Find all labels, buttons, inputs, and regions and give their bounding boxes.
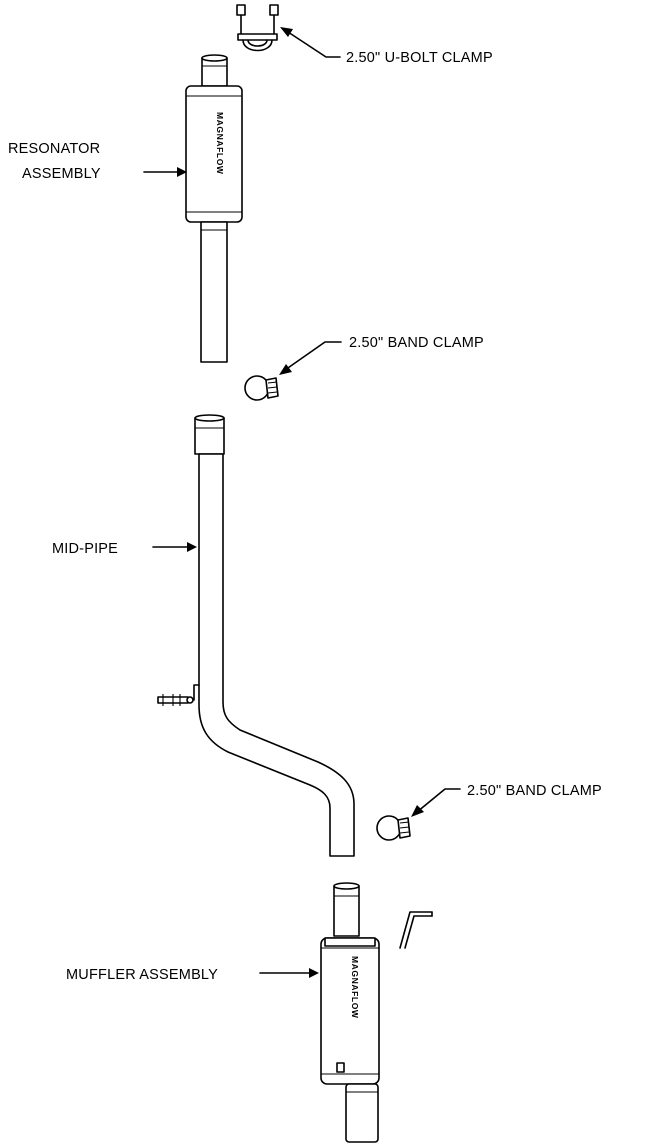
resonator-label-line1: RESONATOR [8, 141, 100, 157]
lower-band-clamp-arrow [411, 788, 461, 817]
upper-band-clamp [244, 375, 279, 401]
resonator-arrow [143, 167, 187, 177]
mid-pipe [157, 414, 355, 857]
mid-pipe-label: MID-PIPE [52, 541, 118, 557]
ubolt-clamp-label: 2.50" U-BOLT CLAMP [346, 50, 493, 66]
muffler-brand-logo: MAGNAFLOW [350, 956, 360, 1019]
muffler-assembly: MAGNAFLOW [320, 882, 433, 1143]
muffler-arrow [259, 968, 319, 978]
resonator-brand-logo: MAGNAFLOW [215, 112, 225, 175]
upper-band-clamp-arrow [279, 341, 342, 375]
ubolt-clamp-arrow [280, 27, 341, 58]
mid-pipe-arrow [152, 542, 197, 552]
resonator-assembly: MAGNAFLOW [185, 54, 243, 363]
muffler-label: MUFFLER ASSEMBLY [66, 967, 218, 983]
lower-band-clamp-label: 2.50" BAND CLAMP [467, 783, 602, 799]
resonator-label-line2: ASSEMBLY [22, 166, 101, 182]
upper-band-clamp-label: 2.50" BAND CLAMP [349, 335, 484, 351]
ubolt-clamp [236, 4, 279, 52]
lower-band-clamp [376, 815, 411, 841]
